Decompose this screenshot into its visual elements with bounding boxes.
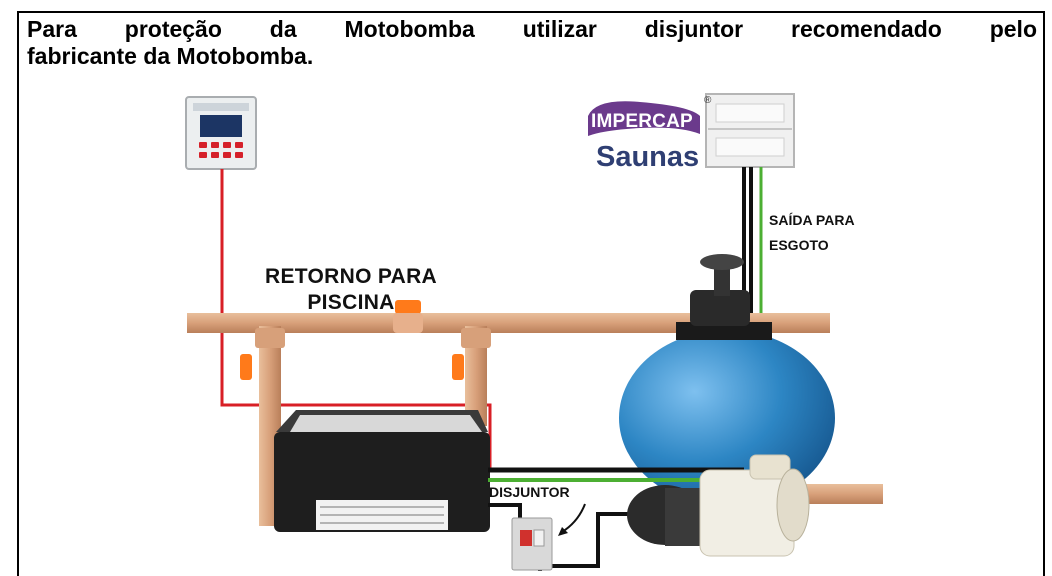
black-wire-pump xyxy=(538,512,640,571)
impercap-logo xyxy=(588,101,700,136)
return-label-line-2: PISCINA xyxy=(307,291,395,314)
black-wire-breaker xyxy=(488,503,522,520)
registered-mark: ® xyxy=(704,95,712,106)
brand-name-bottom: Saunas xyxy=(596,141,700,173)
right-pipe-fitting xyxy=(461,328,491,348)
left-pipe-fitting xyxy=(255,328,285,348)
drain-outlet-label: SAÍDA PARA ESGOTO xyxy=(769,208,855,258)
brand-name-top: IMPERCAP xyxy=(591,111,693,132)
right-pipe-outer xyxy=(465,326,487,426)
motor-pump xyxy=(627,454,810,557)
return-to-pool-label: RETORNO PARA PISCINA xyxy=(246,264,456,316)
instruction-line-1: Para proteção da Motobomba utilizar disj… xyxy=(27,16,1037,42)
control-panel xyxy=(185,96,257,170)
drain-label-line-1: SAÍDA PARA xyxy=(769,212,855,228)
main-pipe xyxy=(187,313,830,333)
instruction-line-2: fabricante da Motobomba. xyxy=(27,43,314,69)
red-wire xyxy=(220,169,492,470)
orange-valve-top xyxy=(393,300,423,333)
electronic-box xyxy=(274,410,490,532)
breaker-label: DISJUNTOR xyxy=(489,484,570,500)
breaker-arrow xyxy=(561,503,586,533)
breaker xyxy=(511,517,553,571)
orange-valve-right xyxy=(452,354,464,380)
breaker-arrowhead xyxy=(558,527,568,536)
return-label-line-1: RETORNO PARA xyxy=(265,265,437,288)
orange-valve-left xyxy=(240,354,252,380)
electrical-panel xyxy=(705,93,795,168)
instruction-text: Para proteção da Motobomba utilizar disj… xyxy=(27,16,1037,70)
border-frame xyxy=(17,11,1045,576)
drain-label-line-2: ESGOTO xyxy=(769,237,829,253)
pump-outlet-pipe xyxy=(795,484,883,504)
